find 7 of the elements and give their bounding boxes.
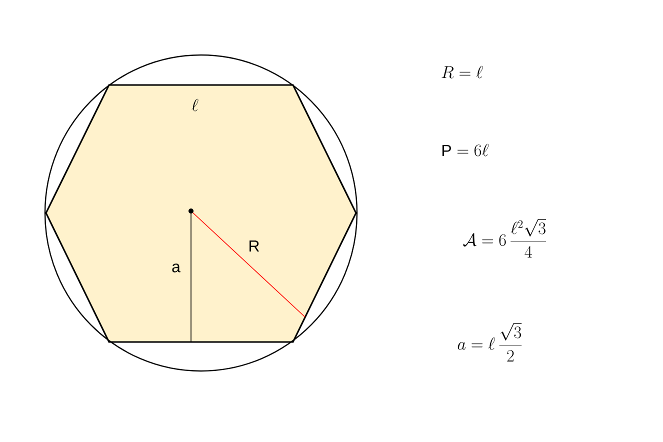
formula: $\mathcal{A} = 6\,\frac{\ell^{2}\sqrt{3}}{4}$ bbox=[463, 219, 546, 258]
formula: $\mathrm{P} = 6\ell$ bbox=[442, 144, 489, 156]
formula: $a = \ell\,\frac{\sqrt{3}}{2}$ bbox=[458, 323, 522, 362]
formula: $R = \ell$ bbox=[442, 66, 483, 78]
side-label: $\ell$ bbox=[192, 98, 198, 112]
dimension-label: a bbox=[172, 264, 180, 272]
dimension-label: R bbox=[250, 240, 260, 252]
